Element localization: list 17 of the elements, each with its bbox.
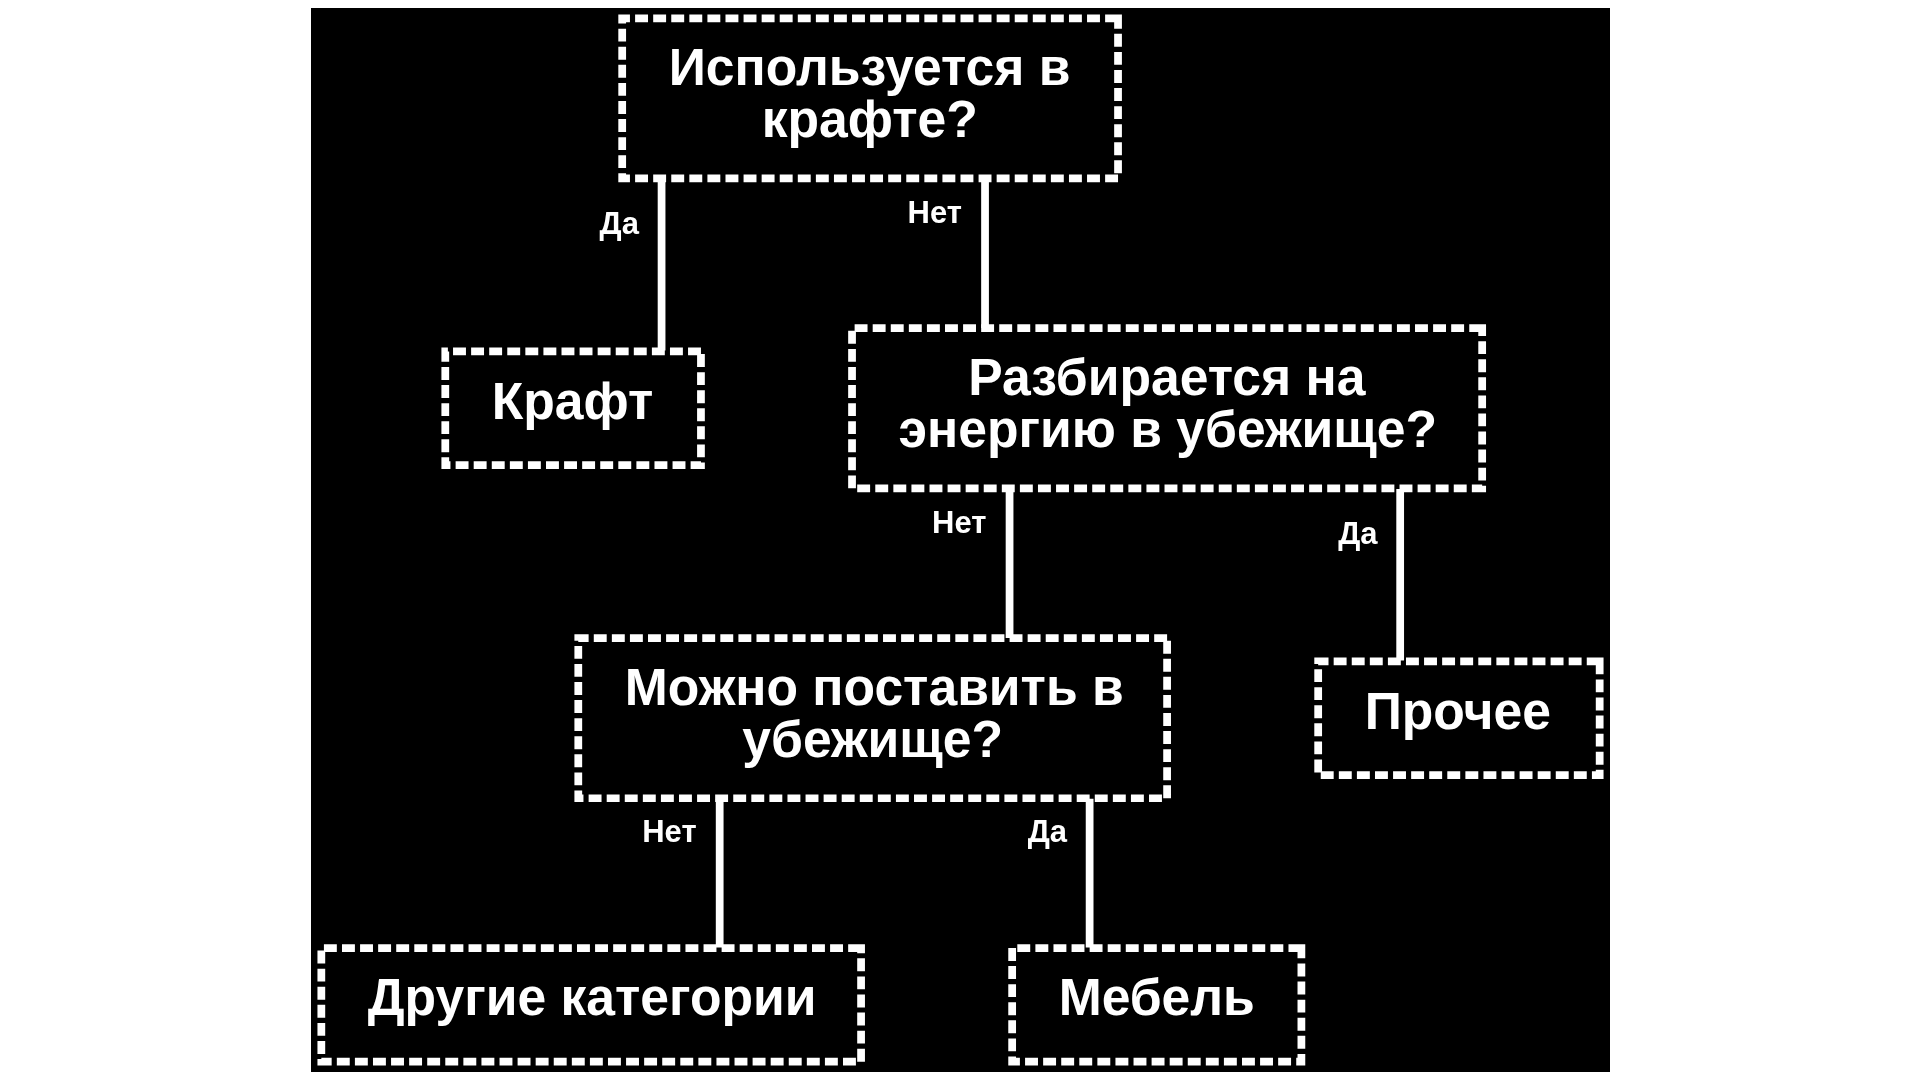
- node-box: Крафт: [440, 347, 705, 469]
- edge-label: Нет: [931, 504, 986, 540]
- edge-label: Нет: [641, 814, 697, 850]
- node-box: Прочее: [1313, 657, 1604, 779]
- node-box: Мебель: [1007, 944, 1305, 1066]
- edge-label: Да: [1027, 814, 1067, 850]
- edge-label: Нет: [907, 194, 962, 230]
- connector: [715, 798, 724, 948]
- node-box: Можно поставить в убежище?: [573, 634, 1171, 803]
- edge-label: Да: [1337, 515, 1377, 551]
- connector: [657, 179, 665, 351]
- edge-label: Да: [599, 206, 639, 242]
- node-box: Используется в крафте?: [617, 14, 1122, 183]
- node-box: Разбирается на энергию в убежище?: [847, 324, 1486, 493]
- node-box: Другие категории: [316, 944, 865, 1066]
- connector: [1395, 488, 1404, 661]
- connector: [1085, 798, 1093, 948]
